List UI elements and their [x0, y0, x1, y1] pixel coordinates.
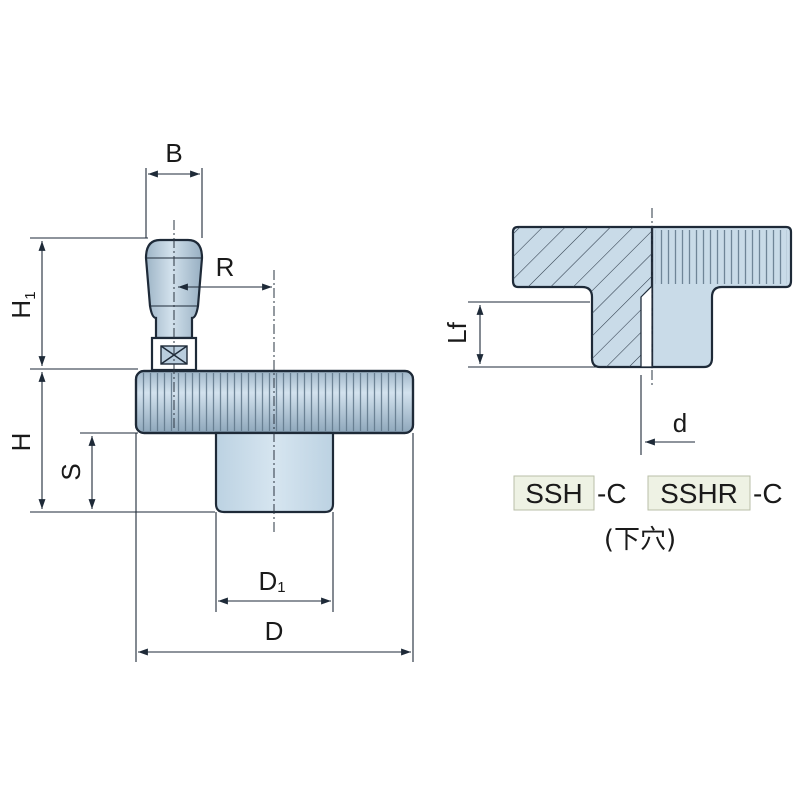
section-view: Lf d SSH -C SSHR -C (下穴) [442, 208, 793, 555]
sshr-suffix: -C [753, 478, 783, 509]
label-H1: H1 [6, 291, 39, 318]
sshr-code-box [647, 475, 751, 511]
label-D: D [265, 616, 284, 646]
ssh-code: SSH [525, 478, 583, 509]
label-H: H [6, 433, 36, 452]
pilot-hole-note: (下穴) [604, 525, 676, 555]
ssh-code-box [513, 475, 595, 511]
label-R: R [216, 252, 235, 282]
pilot-hole [640, 284, 653, 368]
label-B: B [165, 138, 182, 168]
sshr-code: SSHR [660, 478, 738, 509]
section-knurl [655, 230, 787, 284]
label-Lf: Lf [442, 321, 472, 343]
extension-lines [30, 168, 414, 662]
handle-view: B R H1 H S D1 D [6, 138, 415, 662]
ssh-suffix: -C [597, 478, 627, 509]
label-d: d [673, 408, 687, 438]
label-S: S [56, 463, 86, 480]
label-D1: D1 [258, 566, 285, 596]
